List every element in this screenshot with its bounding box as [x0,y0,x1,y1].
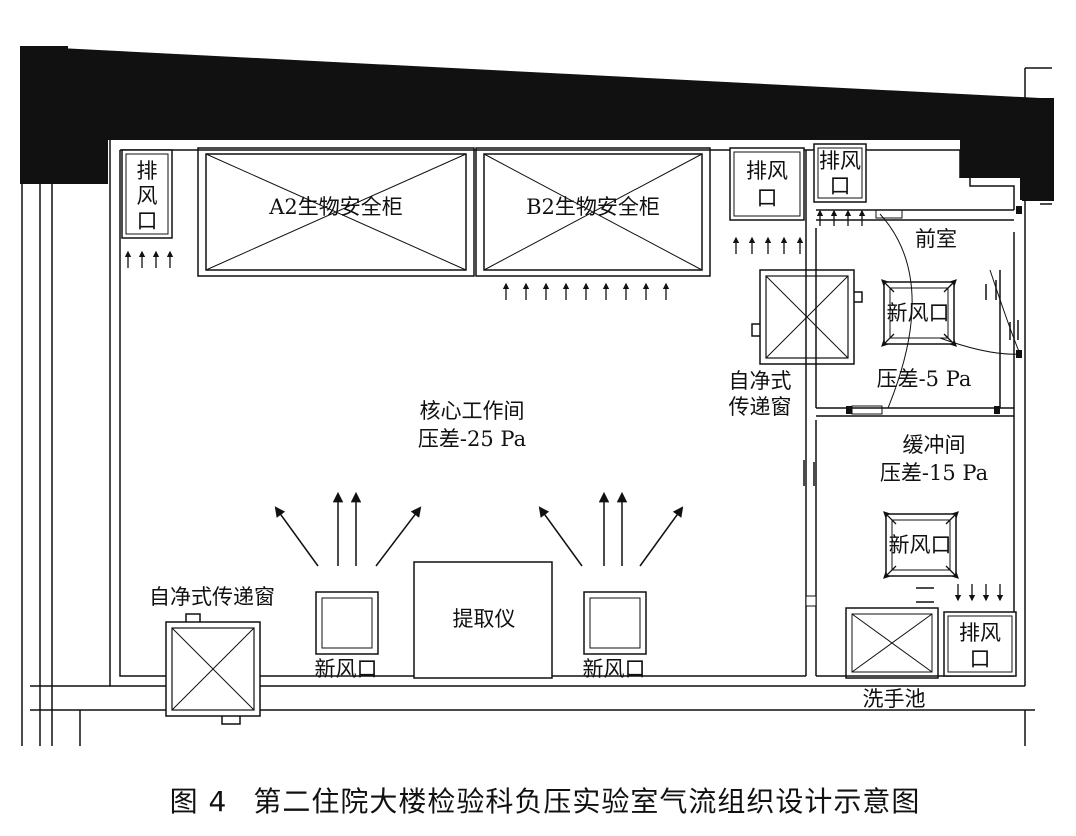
exhaust-vent-anteroom: 排风 口 [813,143,867,203]
anteroom-label: 前室 [915,227,957,251]
fresh-air-inlet-left: 新风口 [274,491,422,681]
exhaust-anteroom-line2: 口 [830,174,851,198]
exhaust-arrows [124,209,1004,602]
core-pressure-label: 压差-25 Pa [418,427,526,451]
cabinet-a2-label: A2生物安全柜 [268,195,403,219]
partition-walls [805,150,1014,677]
thick-wall-right [1022,98,1054,201]
figure-title: 第二住院大楼检验科负压实验室气流组织设计示意图 [253,785,921,818]
exhaust-buffer-line1: 排风 [959,621,1001,645]
pass-box-left: 自净式传递窗 [149,585,275,725]
exhaust-vent-buffer: 排风 口 [943,611,1017,677]
pass-box-right-line2: 传递窗 [729,395,792,419]
sink-label: 洗手池 [863,687,926,711]
thick-wall-left [20,46,1040,184]
cabinet-b2-label: B2生物安全柜 [526,195,660,219]
pass-box-left-label: 自净式传递窗 [149,585,275,609]
core-room-label: 核心工作间 [420,399,525,423]
buffer-room: 缓冲间 压差-15 Pa 新风口 [803,433,988,607]
anteroom-inlet-label: 新风口 [887,301,950,325]
figure-number: 图 4 [169,785,228,818]
pass-box-right-line1: 自净式 [729,369,792,393]
inlet-left-label: 新风口 [315,657,378,681]
exhaust-left-line3: 口 [137,209,158,233]
figure-caption: 图 4 第二住院大楼检验科负压实验室气流组织设计示意图 [0,780,1076,820]
fresh-air-inlet-right: 新风口 [538,491,684,681]
exhaust-vent-mid: 排风 口 [729,147,805,221]
anteroom: 前室 新风口 压差-5 Pa [846,206,1022,415]
anteroom-pressure-label: 压差-5 Pa [877,367,972,391]
sink: 洗手池 [845,607,939,711]
biosafety-cabinet-a2: A2生物安全柜 [197,147,475,277]
biosafety-cabinet-b2: B2生物安全柜 [475,147,711,277]
outer-walls [21,67,1052,746]
buffer-inlet-label: 新风口 [889,533,952,557]
thick-wall [20,46,1052,200]
extractor-label: 提取仪 [453,607,516,631]
inlet-right-label: 新风口 [583,657,646,681]
buffer-pressure-label: 压差-15 Pa [880,461,988,485]
buffer-room-label: 缓冲间 [903,433,966,457]
exhaust-mid-line2: 口 [757,186,778,210]
extractor: 提取仪 [413,561,553,679]
exhaust-anteroom-line1: 排风 [819,149,861,173]
exhaust-left-line2: 风 [137,184,158,208]
exhaust-left-line1: 排 [137,159,158,183]
exhaust-buffer-line2: 口 [970,647,991,671]
pass-box-right: 自净式 传递窗 [729,269,863,419]
exhaust-vent-left: 排 风 口 [121,149,173,239]
exhaust-mid-line1: 排风 [746,159,788,183]
